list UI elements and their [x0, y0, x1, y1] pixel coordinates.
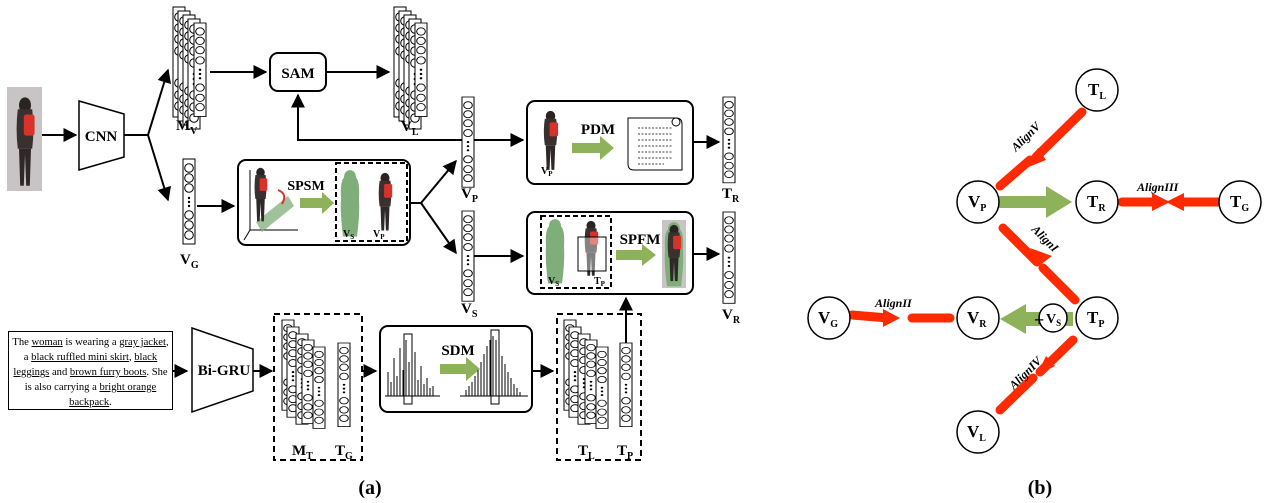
panel-b-graph: [807, 68, 1262, 454]
description-text: ,: [128, 352, 135, 363]
vs-vector: [461, 210, 475, 302]
node-vg: VG: [818, 308, 838, 330]
caption-a: (a): [358, 477, 381, 499]
vg-label: VG: [180, 252, 199, 271]
node-tp: TP: [1087, 308, 1104, 330]
vg-vector: [182, 158, 196, 245]
spsm-vp-label: VP: [373, 229, 385, 241]
tg-label: TG: [335, 443, 353, 462]
tl-label: TL: [578, 443, 595, 462]
vp-vector: [461, 96, 475, 188]
description-text: and: [49, 367, 70, 378]
vr-vector: [722, 211, 736, 304]
spfm-block: VS TP SPFM: [526, 211, 694, 295]
sam-label: SAM: [281, 66, 314, 82]
vr-label: VR: [722, 307, 741, 326]
sam-block: SAM: [269, 52, 327, 92]
underlined-phrase: woman: [31, 337, 63, 348]
description-text: . She is also carrying a: [24, 367, 168, 393]
bigru-block: Bi-GRU: [191, 326, 254, 414]
sdm-block: SDM: [379, 325, 533, 413]
description-text: The: [12, 337, 32, 348]
bigru-label: Bi-GRU: [198, 363, 251, 379]
mv-label: MV: [176, 118, 198, 137]
pdm-vp-label: VP: [541, 166, 553, 178]
description-text: , a: [23, 337, 169, 363]
underlined-phrase: black leggings: [13, 352, 158, 378]
node-tg: TG: [1230, 192, 1249, 214]
node-vr: VR: [967, 308, 987, 330]
description-text: is wearing a: [62, 337, 120, 348]
sdm-label: SDM: [441, 343, 474, 359]
cnn-label: CNN: [85, 129, 118, 145]
underlined-phrase: bright orange backpack: [69, 382, 157, 408]
vp-label: VP: [461, 186, 478, 205]
vl-feature-stack: [393, 6, 428, 130]
tr-label: TR: [722, 186, 740, 205]
underlined-phrase: brown furry boots: [69, 367, 147, 378]
node-tr: TR: [1087, 192, 1106, 214]
vs-label: VS: [461, 301, 478, 320]
pdm-block: VP PDM: [526, 100, 694, 185]
spfm-tp-label: TP: [594, 276, 606, 288]
tp-label: TP: [617, 443, 633, 462]
tl-tp-group: TL TP: [556, 313, 642, 462]
input-person-image: [7, 87, 42, 191]
node-vl: VL: [967, 422, 986, 444]
spfm-vs-label: VS: [548, 276, 559, 288]
pdm-label: PDM: [581, 122, 615, 138]
mv-feature-stack: [172, 6, 207, 130]
underlined-phrase: gray jacket: [119, 337, 166, 348]
align2-label: AlignII: [874, 296, 913, 310]
vl-label: VL: [401, 119, 419, 138]
spsm-label: SPSM: [287, 179, 324, 194]
description-text: .: [109, 397, 112, 408]
caption-b: (b): [1028, 477, 1052, 499]
text-description-box: The woman is wearing a gray jacket, a bl…: [8, 331, 173, 410]
node-tl: TL: [1088, 80, 1106, 102]
plus-sign: +: [1034, 310, 1044, 330]
tr-vector: [722, 96, 736, 184]
underlined-phrase: black ruffled mini skirt: [31, 352, 129, 363]
align3-label: AlignIII: [1136, 180, 1180, 194]
node-vs: VS: [1046, 312, 1061, 328]
node-vp: VP: [968, 192, 986, 214]
cnn-block: CNN: [78, 100, 125, 171]
spfm-label: SPFM: [620, 232, 661, 248]
spsm-vs-label: VS: [343, 229, 354, 241]
mt-label: MT: [292, 443, 313, 462]
spsm-block: SPSM VS VP: [237, 159, 411, 246]
mt-tg-group: MT TG: [273, 313, 363, 462]
